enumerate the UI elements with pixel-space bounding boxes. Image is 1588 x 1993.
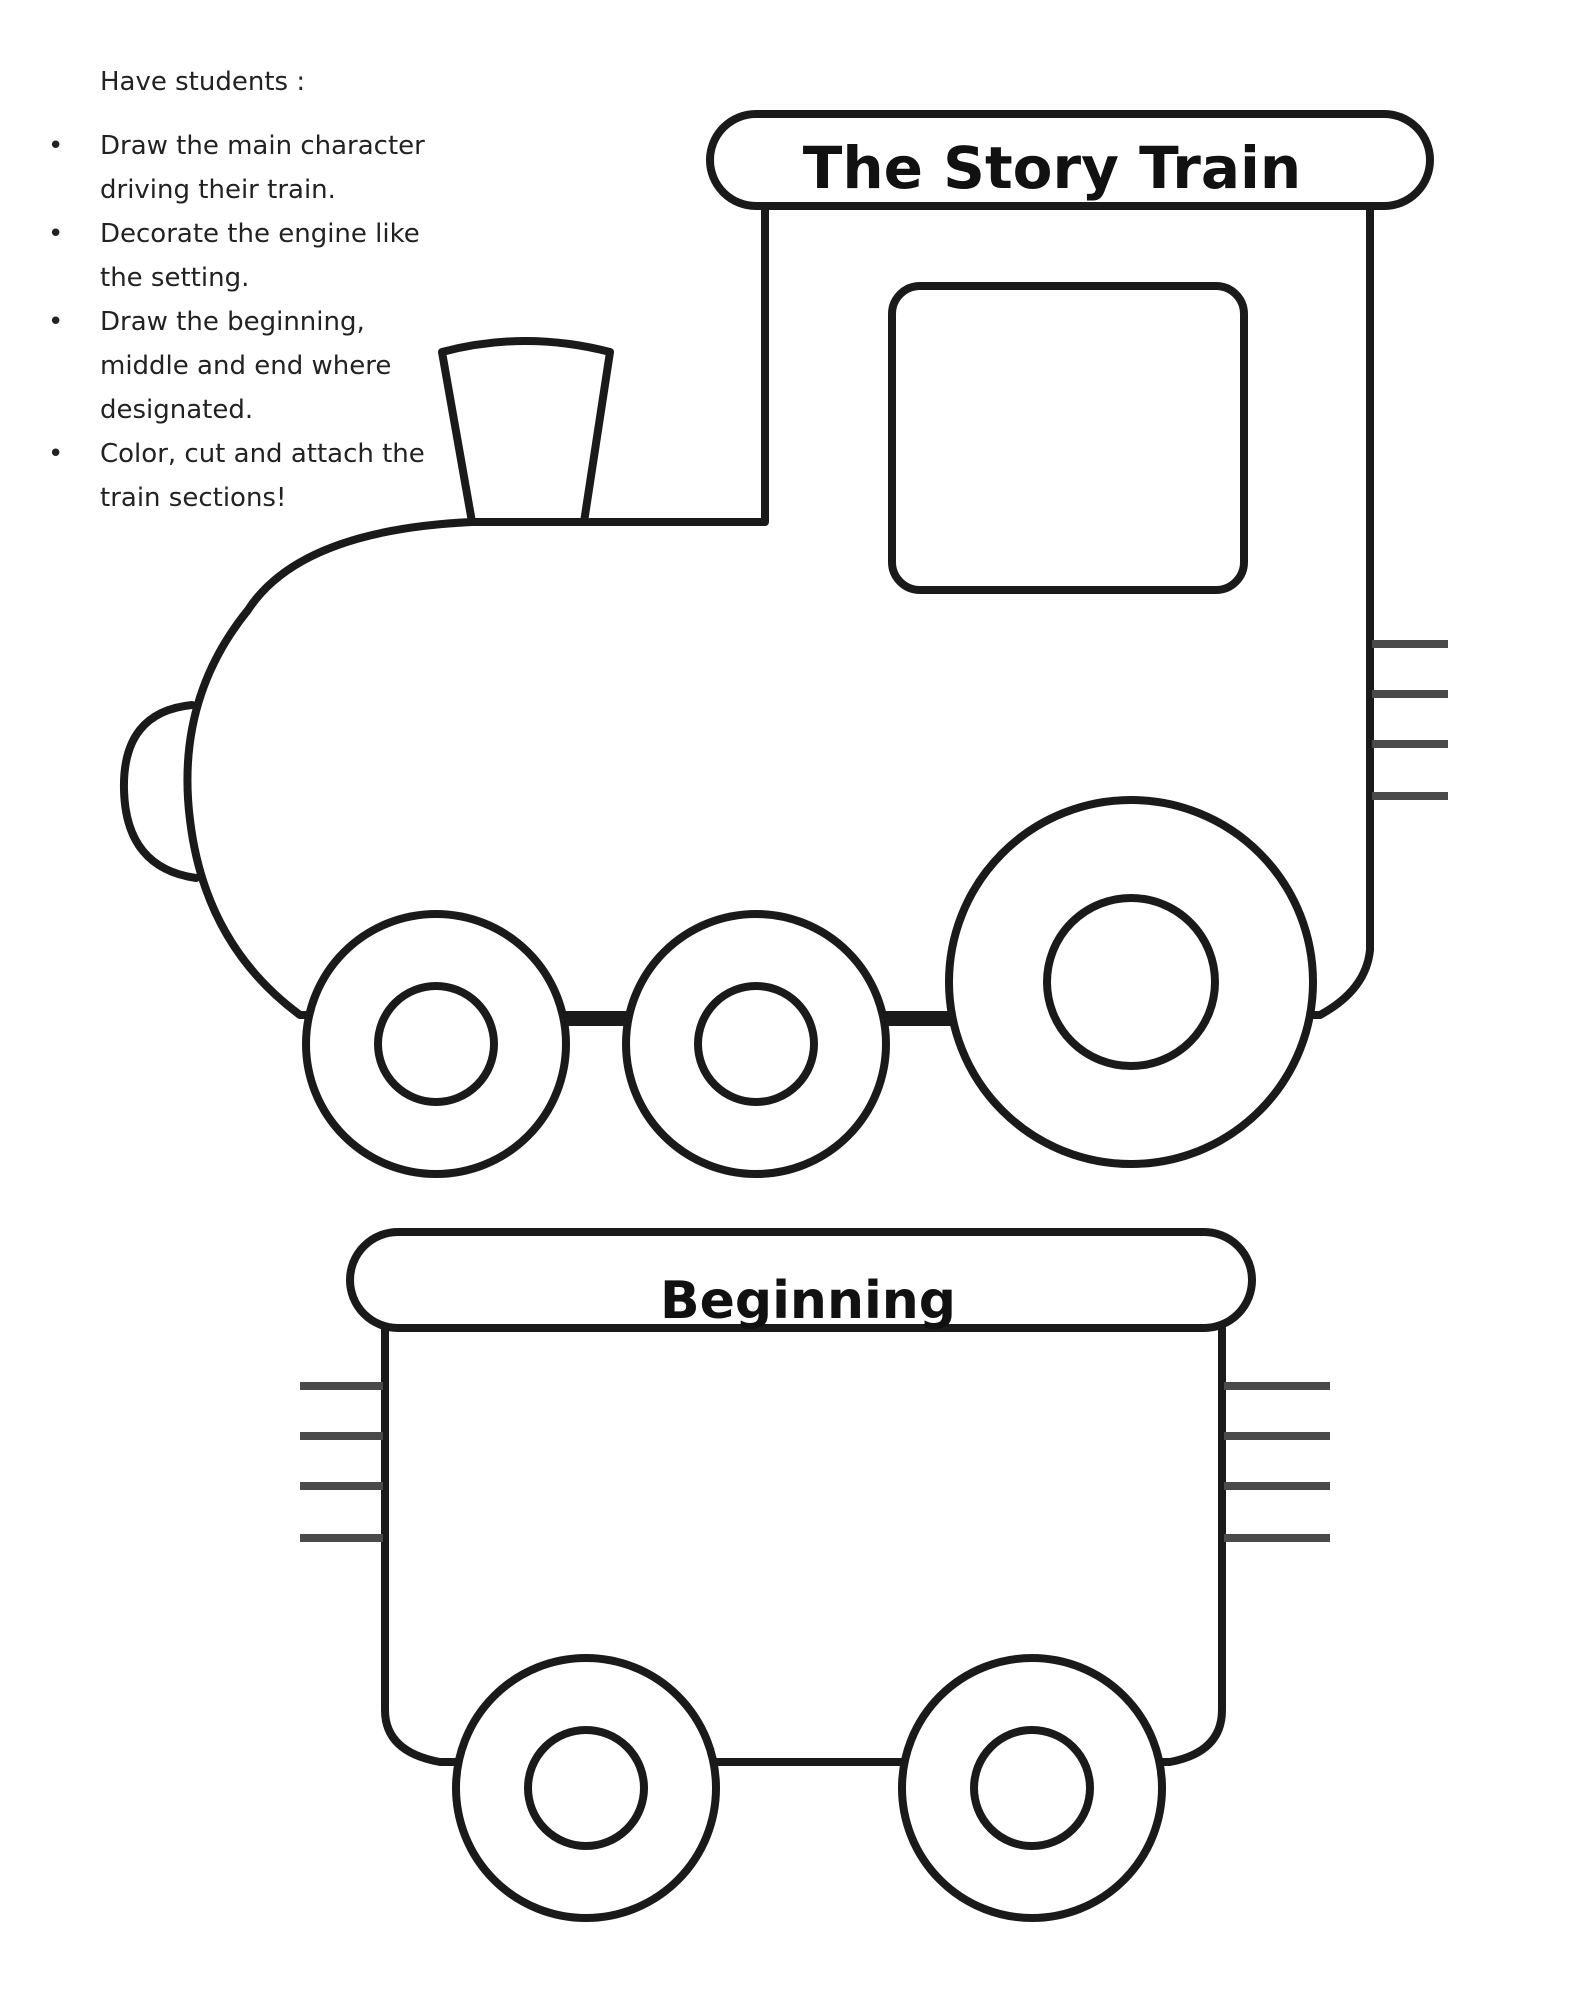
engine-wheel-hub (374, 982, 498, 1106)
engine-body (183, 206, 1374, 1019)
instructions-block: Have students : Draw the main character … (44, 60, 444, 520)
engine-title: The Story Train (803, 134, 1301, 202)
train-engine: The Story Train (119, 110, 1448, 1178)
engine-wheel (622, 910, 890, 1178)
instructions-list: Draw the main character driving their tr… (44, 124, 444, 520)
engine-window (888, 282, 1248, 594)
engine-smokestack (438, 337, 614, 526)
car-wheel (898, 1654, 1166, 1922)
instruction-item: Color, cut and attach the train sections… (44, 432, 444, 520)
car-wheel-hub (970, 1726, 1094, 1850)
car-roof-sign (346, 1228, 1256, 1332)
engine-wheel (945, 796, 1317, 1168)
engine-wheel-hub (694, 982, 818, 1106)
engine-front-bumper (119, 701, 200, 882)
instructions-intro: Have students : (100, 67, 306, 97)
engine-wheel-hub (1043, 894, 1219, 1070)
instruction-item: Draw the beginning, middle and end where… (44, 300, 444, 432)
car-title: Beginning (660, 1271, 956, 1331)
instruction-item: Draw the main character driving their tr… (44, 124, 444, 212)
engine-wheel (302, 910, 570, 1178)
train-car: Beginning (300, 1228, 1330, 1922)
instruction-item: Decorate the engine like the setting. (44, 212, 444, 300)
car-wheel-hub (524, 1726, 648, 1850)
engine-roof-sign (706, 110, 1434, 210)
car-wheel (452, 1654, 720, 1922)
